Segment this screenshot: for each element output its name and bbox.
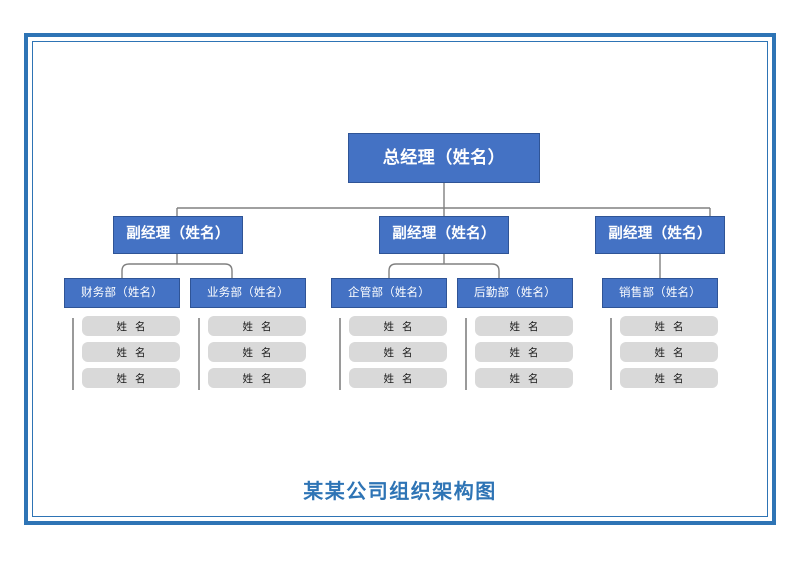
staff-group-finance: 姓 名 姓 名 姓 名 [72, 316, 180, 392]
staff-pill[interactable]: 姓 名 [82, 316, 180, 336]
staff-group-business: 姓 名 姓 名 姓 名 [198, 316, 306, 392]
staff-pill[interactable]: 姓 名 [349, 316, 447, 336]
staff-rail [72, 318, 74, 390]
staff-pill[interactable]: 姓 名 [349, 342, 447, 362]
staff-pill[interactable]: 姓 名 [475, 316, 573, 336]
staff-group-enterprise-management: 姓 名 姓 名 姓 名 [339, 316, 447, 392]
staff-rail [198, 318, 200, 390]
connector-vp1-brace [121, 263, 233, 278]
staff-group-sales: 姓 名 姓 名 姓 名 [610, 316, 718, 392]
node-vice-manager-1[interactable]: 副经理（姓名） [113, 216, 243, 254]
staff-pill[interactable]: 姓 名 [475, 342, 573, 362]
staff-pill[interactable]: 姓 名 [349, 368, 447, 388]
staff-rail [465, 318, 467, 390]
node-vice-manager-3[interactable]: 副经理（姓名） [595, 216, 725, 254]
staff-rail [339, 318, 341, 390]
staff-rail [610, 318, 612, 390]
node-department-enterprise-management[interactable]: 企管部（姓名） [331, 278, 447, 308]
staff-pill[interactable]: 姓 名 [208, 316, 306, 336]
node-department-logistics[interactable]: 后勤部（姓名） [457, 278, 573, 308]
node-vice-manager-2[interactable]: 副经理（姓名） [379, 216, 509, 254]
staff-group-logistics: 姓 名 姓 名 姓 名 [465, 316, 573, 392]
node-department-sales[interactable]: 销售部（姓名） [602, 278, 718, 308]
staff-pill[interactable]: 姓 名 [208, 368, 306, 388]
chart-title: 某某公司组织架构图 [303, 481, 497, 503]
staff-pill[interactable]: 姓 名 [475, 368, 573, 388]
staff-pill[interactable]: 姓 名 [82, 368, 180, 388]
staff-pill[interactable]: 姓 名 [620, 368, 718, 388]
staff-pill[interactable]: 姓 名 [620, 316, 718, 336]
node-department-business[interactable]: 业务部（姓名） [190, 278, 306, 308]
staff-pill[interactable]: 姓 名 [620, 342, 718, 362]
page-frame-inner [32, 41, 768, 517]
staff-pill[interactable]: 姓 名 [208, 342, 306, 362]
node-department-finance[interactable]: 财务部（姓名） [64, 278, 180, 308]
connector-vp2-brace [388, 263, 500, 278]
node-ceo[interactable]: 总经理（姓名） [348, 133, 540, 183]
page-frame-outer [24, 33, 776, 525]
staff-pill[interactable]: 姓 名 [82, 342, 180, 362]
